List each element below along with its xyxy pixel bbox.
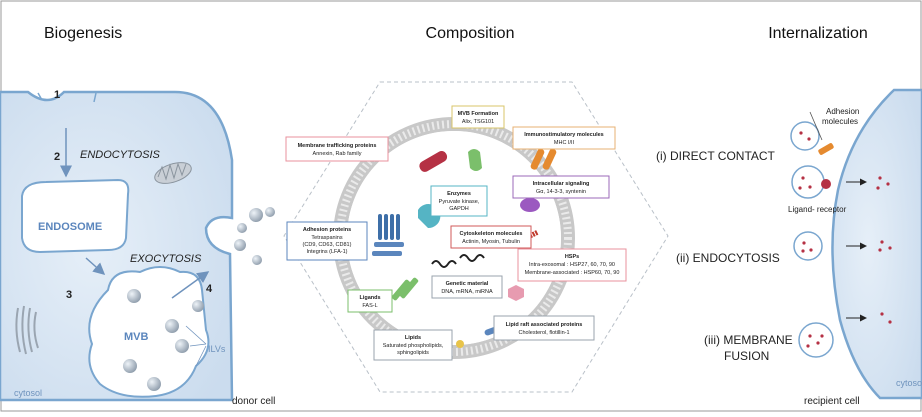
receptor-icon	[821, 179, 831, 189]
arrow-step-4	[171, 271, 210, 299]
mvb-formation-protein-icon	[468, 149, 482, 171]
mvb-formation-box	[451, 105, 505, 129]
lipid-raft-box	[493, 315, 595, 341]
lipids-body: sphingolipids	[397, 350, 429, 356]
adhesion-body: Tetraspanins	[311, 235, 342, 241]
step-label: 1	[54, 89, 60, 101]
hsp-icon	[508, 285, 524, 301]
hsps-box	[517, 248, 627, 282]
lipids-title: Lipids	[405, 335, 421, 341]
enzymes-body: GAPDH	[449, 206, 469, 212]
recipient-cell	[790, 88, 922, 400]
adhesion-body: Integrins (LFA-1)	[307, 249, 348, 255]
donor-cell	[0, 90, 234, 402]
ligands-title: Ligands	[359, 295, 380, 301]
endosome	[21, 178, 130, 254]
lipid-raft-title: Lipid raft associated proteins	[506, 322, 583, 328]
ligands-body: FAS-L	[362, 303, 377, 309]
mvb-formation-title: MVB Formation	[458, 111, 499, 117]
enzymes-body: Pyruvate kinase,	[439, 199, 480, 205]
mvb-label: MVB	[124, 331, 149, 343]
released-exosomes	[234, 207, 275, 265]
cytosol-label: cytosol	[14, 388, 42, 398]
donor-cell-label: donor cell	[232, 396, 275, 407]
endosome-label: ENDOSOME	[38, 221, 102, 233]
ilv-vesicle	[175, 339, 189, 353]
immunostimulatory-box	[512, 126, 616, 150]
immunostimulatory-body: MHC I/II	[554, 140, 575, 146]
ilv-vesicle	[192, 300, 204, 312]
cytoskeleton-box	[450, 225, 532, 249]
ligand-icon	[391, 277, 419, 301]
arrow-step-3	[85, 257, 106, 275]
signaling-body: Gα, 14-3-3, syntenin	[536, 189, 586, 195]
mvb-formation-body: Alix, TSG101	[462, 119, 494, 125]
endocytosis-label: ENDOCYTOSIS	[80, 149, 161, 161]
adhesion-molecules-label-2: molecules	[822, 117, 858, 126]
membrane-fusion-label: (iii) MEMBRANE	[704, 333, 793, 347]
mitochondrion-icon	[154, 162, 192, 184]
step-label: 3	[66, 289, 72, 301]
direct-contact-label: (i) DIRECT CONTACT	[656, 149, 776, 163]
genetic-material-icon	[431, 260, 457, 268]
immunostimulatory-title: Immunostimulatory molecules	[524, 132, 603, 138]
signaling-title: Intracellular signaling	[533, 181, 590, 187]
adhesion-body: (CD9, CD63, CD81)	[303, 242, 352, 248]
ilvs-label: ILVs	[208, 344, 226, 354]
exosome-membrane-fusion	[798, 322, 834, 358]
membrane-fusion-label-2: FUSION	[724, 349, 769, 363]
signaling-molecule-icon	[520, 198, 540, 212]
exosome-direct-contact	[790, 121, 820, 151]
lipids-box	[373, 329, 453, 361]
adhesion-protein-icon	[372, 214, 404, 256]
ilv-vesicle	[165, 319, 179, 333]
hsps-title: HSPs	[565, 254, 579, 260]
enzymes-title: Enzymes	[447, 191, 471, 197]
adhesion-box	[286, 221, 368, 261]
genetic-material-title: Genetic material	[446, 281, 489, 287]
step-label: 4	[206, 283, 213, 295]
membrane-trafficking-box	[285, 136, 389, 162]
ligand-receptor-label: Ligand- receptor	[788, 205, 847, 214]
cytoskeleton-title: Cytoskeleton molecules	[460, 231, 523, 237]
trafficking-protein-icon	[419, 151, 448, 172]
adhesion-molecule-icon	[818, 143, 834, 155]
title-composition: Composition	[426, 25, 515, 42]
title-internalization: Internalization	[768, 25, 868, 42]
mhc-molecule-icon	[530, 148, 557, 170]
composition-outline	[283, 81, 669, 393]
ligands-box	[347, 289, 393, 313]
ilv-vesicle	[147, 377, 161, 391]
exosome-ligand-receptor	[791, 165, 825, 199]
ilv-vesicle	[123, 359, 137, 373]
title-biogenesis: Biogenesis	[44, 25, 122, 42]
exocytosis-label: EXOCYTOSIS	[130, 253, 202, 265]
hsps-body: Intra-exosomal : HSP27, 60, 70, 90	[529, 262, 615, 268]
recipient-cell-label: recipient cell	[804, 396, 860, 407]
adhesion-molecules-label: Adhesion	[826, 107, 859, 116]
enzymes-box	[430, 185, 488, 217]
membrane-trafficking-title: Membrane trafficking proteins	[298, 143, 377, 149]
lipid-icon	[456, 340, 464, 348]
endocytosis-route-label: (ii) ENDOCYTOSIS	[676, 251, 780, 265]
hsps-body: Membrane-associated : HSP60, 70, 90	[525, 270, 620, 276]
label-boxes	[285, 105, 627, 361]
genetic-material-body: DNA, mRNA, miRNA	[441, 289, 493, 295]
genetic-material-icon	[459, 254, 485, 262]
cytoskeleton-body: Actinin, Myosin, Tubulin	[462, 239, 520, 245]
recipient-cytosol-label: cytoso	[896, 378, 922, 388]
lipids-body: Saturated phospholipids,	[383, 343, 444, 349]
adhesion-title: Adhesion proteins	[303, 227, 351, 233]
lipid-raft-body: Cholesterol, flotillin-1	[518, 330, 569, 336]
golgi-icon	[15, 305, 39, 355]
exosome-endocytosis	[793, 231, 823, 261]
genetic-material-box	[431, 275, 503, 299]
ilv-vesicle	[127, 289, 141, 303]
membrane-trafficking-body: Annexin, Rab family	[313, 151, 362, 157]
signaling-box	[512, 175, 610, 199]
step-label: 2	[54, 151, 60, 163]
